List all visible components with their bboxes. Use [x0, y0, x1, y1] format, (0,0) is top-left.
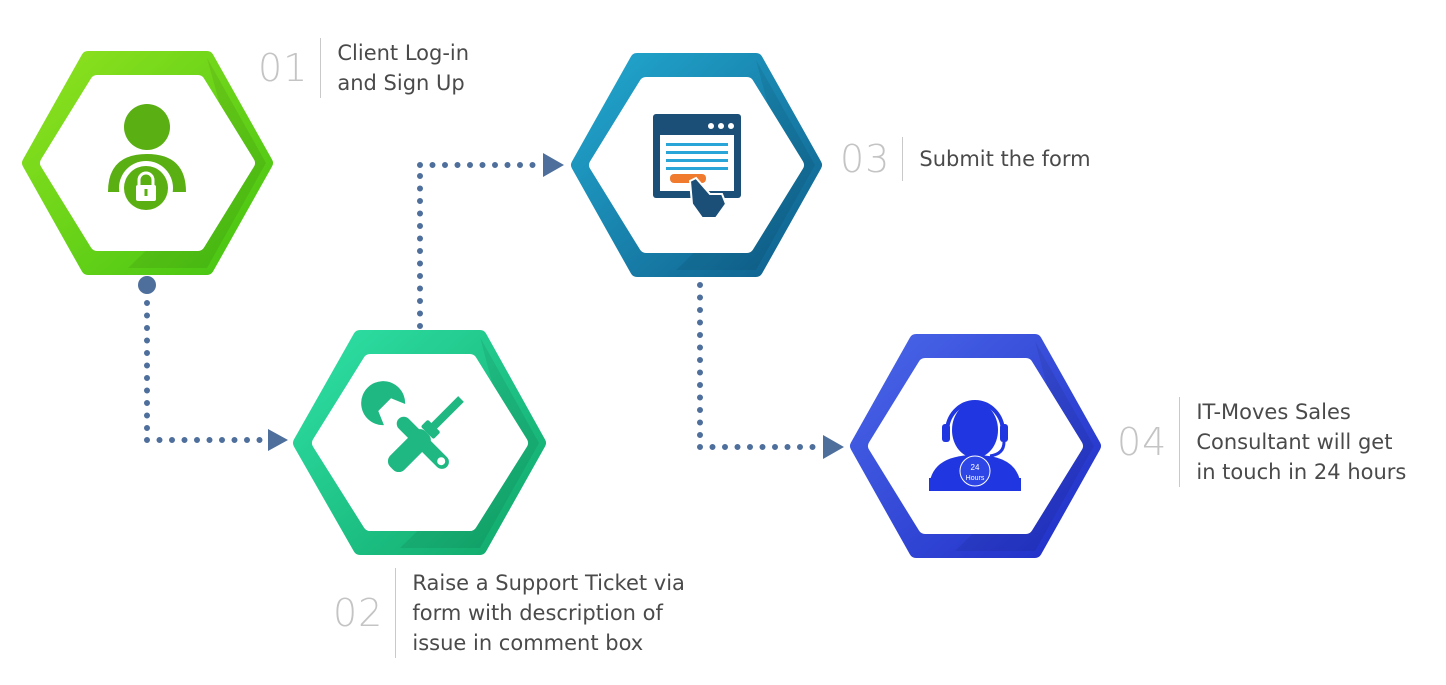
step-2-hexagon — [293, 330, 546, 555]
step-number: 02 — [333, 591, 384, 635]
step-4-hexagon: 24 Hours — [850, 334, 1101, 558]
arrow-head-icon — [823, 435, 844, 459]
divider — [902, 137, 904, 181]
arrow-head-icon — [268, 429, 288, 451]
step-description: IT-Moves Sales Consultant will get in to… — [1196, 400, 1407, 484]
connector-2-to-3 — [417, 153, 564, 329]
step-description: Submit the form — [919, 147, 1091, 171]
support-agent-icon: 24 Hours — [929, 400, 1021, 491]
web-form-icon — [653, 114, 741, 219]
step-2-label: 02 Raise a Support Ticket via form with … — [333, 568, 685, 658]
step-number: 01 — [258, 46, 309, 90]
step-3-hexagon — [571, 53, 822, 277]
step-1-label: 01 Client Log-in and Sign Up — [258, 38, 469, 98]
connector-1-to-2 — [138, 276, 288, 451]
divider — [1179, 397, 1181, 487]
connector-3-to-4 — [697, 282, 844, 459]
step-number: 04 — [1117, 420, 1168, 464]
user-lock-icon — [108, 104, 186, 215]
step-4-label: 04 IT-Moves Sales Consultant will get in… — [1117, 397, 1406, 487]
divider — [320, 38, 322, 98]
badge-hours-label: Hours — [966, 475, 985, 482]
divider — [395, 568, 397, 658]
step-1-hexagon — [22, 51, 273, 275]
step-number: 03 — [840, 137, 891, 181]
step-description: Client Log-in and Sign Up — [337, 41, 470, 95]
step-description: Raise a Support Ticket via form with des… — [412, 571, 685, 655]
tools-icon — [361, 381, 464, 473]
badge-hours-number: 24 — [971, 463, 980, 472]
arrow-head-icon — [543, 153, 564, 177]
step-3-label: 03 Submit the form — [840, 137, 1091, 181]
